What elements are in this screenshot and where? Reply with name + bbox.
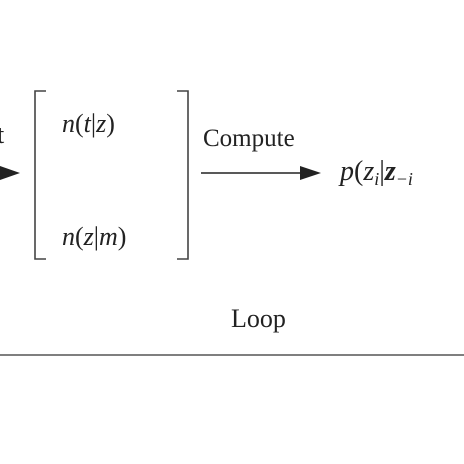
result-expression: p(zi|z−i bbox=[338, 156, 413, 189]
matrix-right-bracket bbox=[177, 90, 189, 260]
matrix-left-bracket bbox=[34, 90, 46, 260]
left-arrow-label: t bbox=[0, 120, 5, 149]
matrix-entry-bottom: n(z|m) bbox=[62, 222, 126, 251]
compute-label: Compute bbox=[203, 125, 295, 152]
left-arrow bbox=[0, 166, 20, 180]
matrix-entry-top: n(t|z) bbox=[62, 109, 115, 138]
compute-arrow bbox=[201, 166, 321, 180]
loop-label: Loop bbox=[231, 304, 286, 333]
